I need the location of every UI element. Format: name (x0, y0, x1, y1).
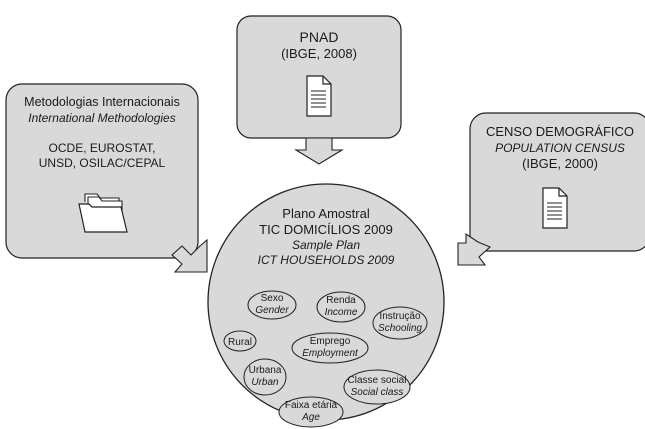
plan-title-line1: Plano Amostral (282, 206, 370, 221)
variable-en: Employment (302, 348, 359, 359)
pnad-subtitle: (IBGE, 2008) (281, 46, 357, 61)
international-orgs-line1: OCDE, EUROSTAT, (49, 141, 156, 155)
census-box: CENSO DEMOGRÁFICO POPULATION CENSUS (IBG… (469, 112, 645, 252)
variable-pt: Emprego (310, 336, 351, 347)
arrow-from-international (171, 238, 208, 273)
international-title-en: International Methodologies (28, 111, 175, 125)
international-orgs-line2: UNSD, OSILAC/CEPAL (39, 156, 166, 170)
variable-pt: Classe social (348, 375, 407, 386)
census-title-en: POPULATION CENSUS (495, 141, 625, 155)
variable-bubble: Urbana Urban (243, 358, 287, 396)
variable-bubble: Renda Income (316, 291, 366, 323)
plan-title-en-line1: Sample Plan (292, 238, 360, 252)
census-subtitle: (IBGE, 2000) (522, 156, 598, 171)
variable-pt: Rural (228, 337, 252, 348)
variable-pt: Instrução (379, 311, 421, 322)
variable-en: Social class (351, 387, 404, 398)
international-methodologies-box: Metodologias Internacionais Internationa… (5, 83, 199, 259)
folder-icon (78, 193, 128, 233)
document-icon (306, 75, 332, 117)
variable-bubble: Instrução Schooling (372, 306, 428, 340)
variable-en: Age (301, 412, 320, 423)
document-icon (542, 187, 568, 229)
plan-title-line2: TIC DOMICÍLIOS 2009 (259, 222, 393, 237)
arrow-down (294, 137, 344, 165)
variable-pt: Faixa etária (285, 400, 338, 411)
variable-en: Income (325, 307, 358, 318)
plan-title-en-line2: ICT HOUSEHOLDS 2009 (258, 253, 395, 267)
variable-en: Urban (251, 377, 279, 388)
arrow-from-census (457, 232, 492, 266)
variable-bubble: Faixa etária Age (278, 396, 344, 428)
variable-pt: Urbana (249, 365, 282, 376)
pnad-title: PNAD (300, 29, 339, 45)
variable-en: Gender (255, 305, 289, 316)
census-title: CENSO DEMOGRÁFICO (486, 124, 634, 139)
variable-en: Schooling (378, 323, 422, 334)
variable-bubble: Emprego Employment (291, 332, 369, 364)
variable-bubble: Sexo Gender (247, 290, 297, 320)
variable-bubble: Rural (223, 330, 257, 352)
variable-bubble: Classe social Social class (343, 369, 411, 405)
international-title: Metodologias Internacionais (24, 95, 180, 109)
pnad-box: PNAD (IBGE, 2008) (236, 15, 402, 139)
variable-pt: Sexo (261, 293, 284, 304)
variable-pt: Renda (326, 295, 356, 306)
